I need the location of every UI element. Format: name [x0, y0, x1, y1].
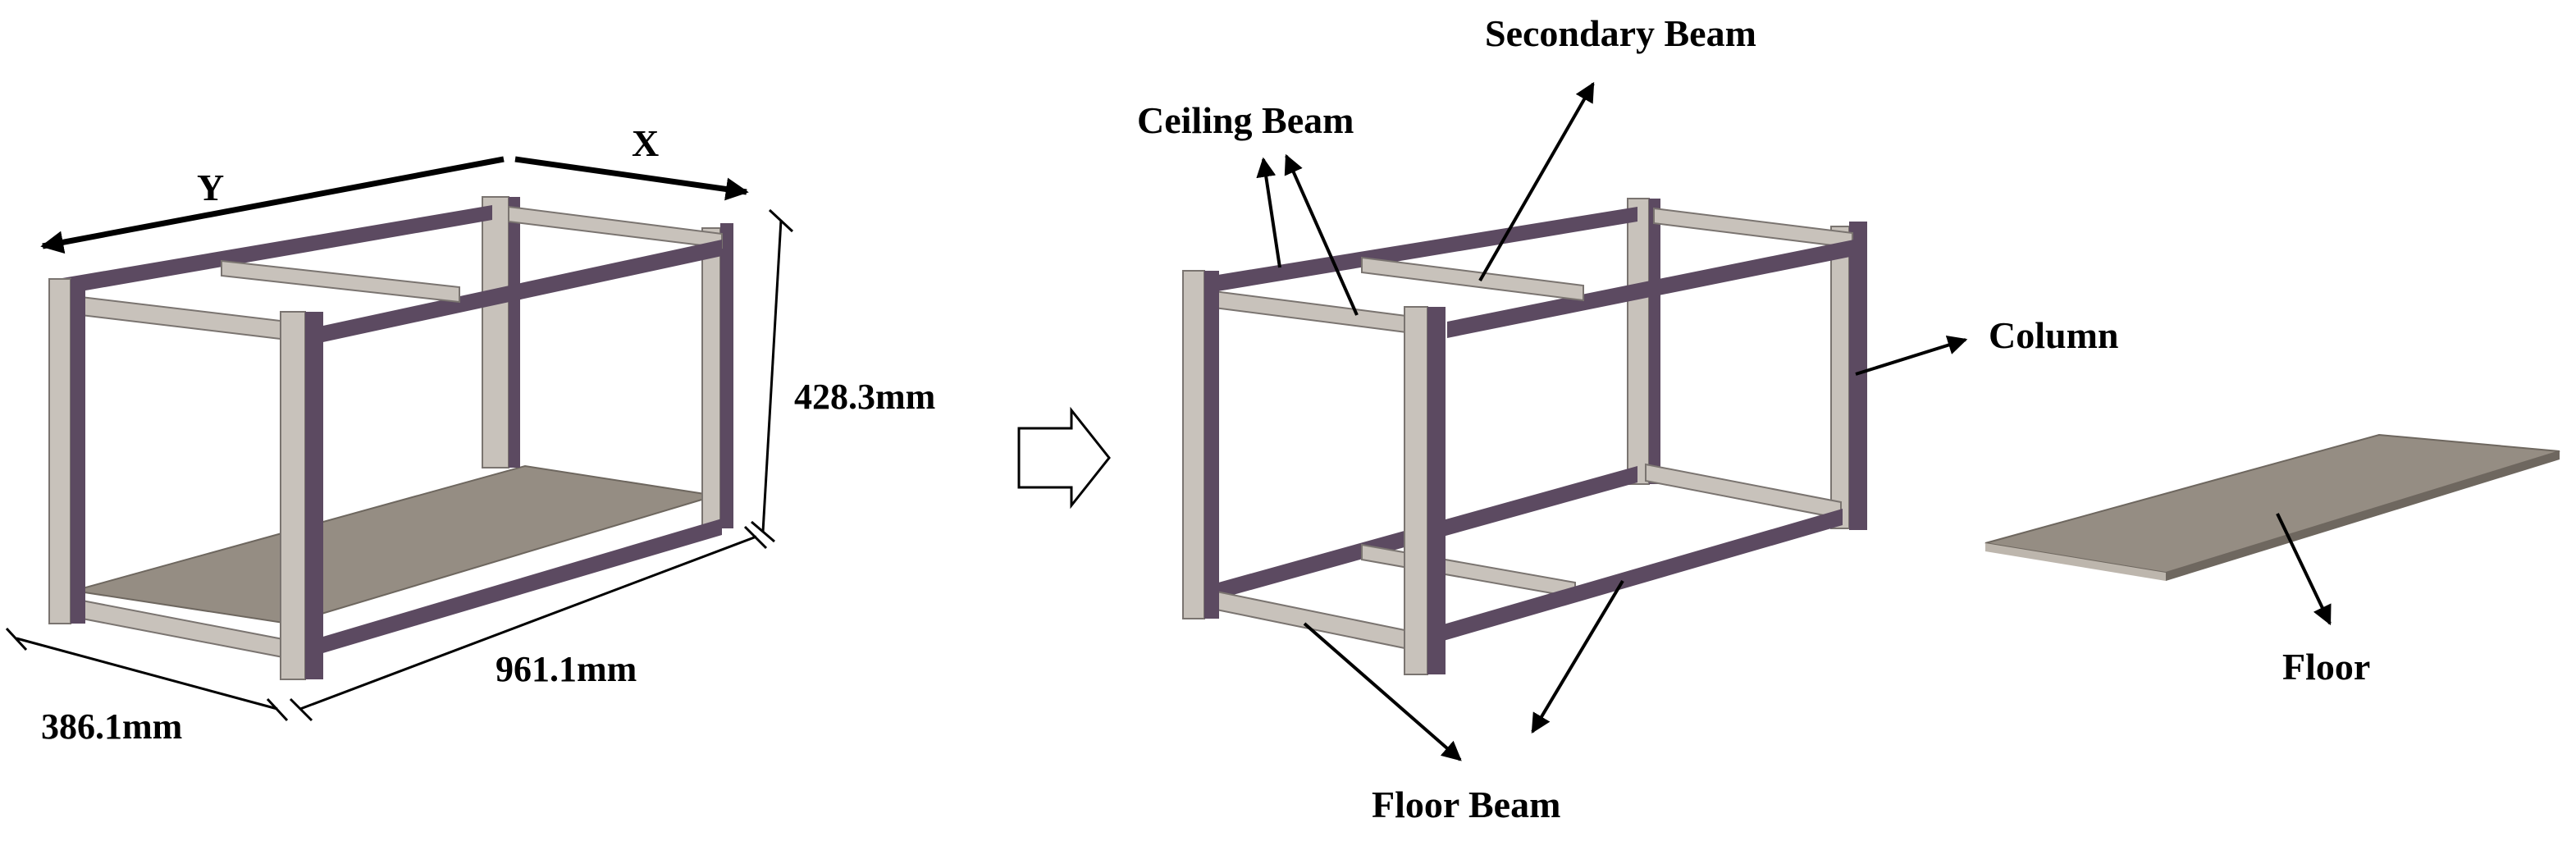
right-top-right-beam [1653, 207, 1853, 249]
column-arrow [1855, 336, 1968, 376]
dim-height [751, 208, 794, 543]
right-top-back-beam [1203, 207, 1637, 294]
right-bottom-left-beam [1212, 589, 1414, 651]
ceiling-beam-arrow-2 [1284, 153, 1359, 316]
right-bottom-secondary-beam [1361, 543, 1576, 599]
right-bottom-right-beam [1645, 463, 1842, 520]
axis-x-label: X [632, 122, 659, 164]
right-back-right-column [1830, 226, 1850, 529]
axis-y-arrow [40, 156, 505, 254]
floor-beam-arrow-1 [1303, 622, 1462, 761]
height-dimension: 428.3mm [794, 377, 935, 417]
left-frame [48, 196, 733, 680]
left-bottom-front-beam [312, 519, 722, 656]
right-bottom-front-beam [1441, 509, 1843, 642]
ceiling-beam-label: Ceiling Beam [1137, 99, 1354, 141]
left-top-left-beam [66, 294, 288, 341]
floor-arrow [2276, 513, 2332, 626]
right-top-front-beam [1447, 240, 1854, 338]
ceiling-beam-arrow-1 [1256, 157, 1281, 268]
width-dimension: 386.1mm [41, 706, 182, 747]
right-front-left-column [1182, 270, 1205, 619]
left-right-column [701, 227, 721, 531]
right-secondary-beam [1361, 256, 1584, 302]
axis-y-label: Y [197, 167, 224, 208]
left-top-right-beam [508, 205, 723, 249]
left-front-left-column [48, 278, 71, 624]
right-front-right-column [1404, 306, 1428, 675]
floor-beam-label: Floor Beam [1372, 784, 1560, 825]
right-top-left-beam [1207, 289, 1414, 335]
length-dimension: 961.1mm [496, 649, 637, 689]
secondary-beam-arrow [1478, 81, 1595, 281]
column-label: Column [1989, 314, 2118, 356]
right-frame [1182, 198, 1867, 675]
left-front-right-column [280, 311, 306, 680]
floor-beam-arrow-2 [1531, 579, 1624, 734]
left-secondary-beam [221, 259, 460, 304]
transform-arrow-icon [1017, 406, 1111, 510]
secondary-beam-label: Secondary Beam [1485, 12, 1756, 54]
right-floor-plate [1985, 433, 2560, 581]
left-top-front-beam [312, 240, 722, 345]
floor-label: Floor [2282, 646, 2370, 688]
dim-width [5, 627, 289, 722]
axis-x-arrow [514, 156, 749, 201]
right-back-left-column [1627, 198, 1650, 485]
left-floor-plate [73, 464, 716, 625]
left-back-column [482, 196, 509, 468]
dim-length [289, 525, 768, 722]
left-top-back-beam [57, 205, 492, 295]
